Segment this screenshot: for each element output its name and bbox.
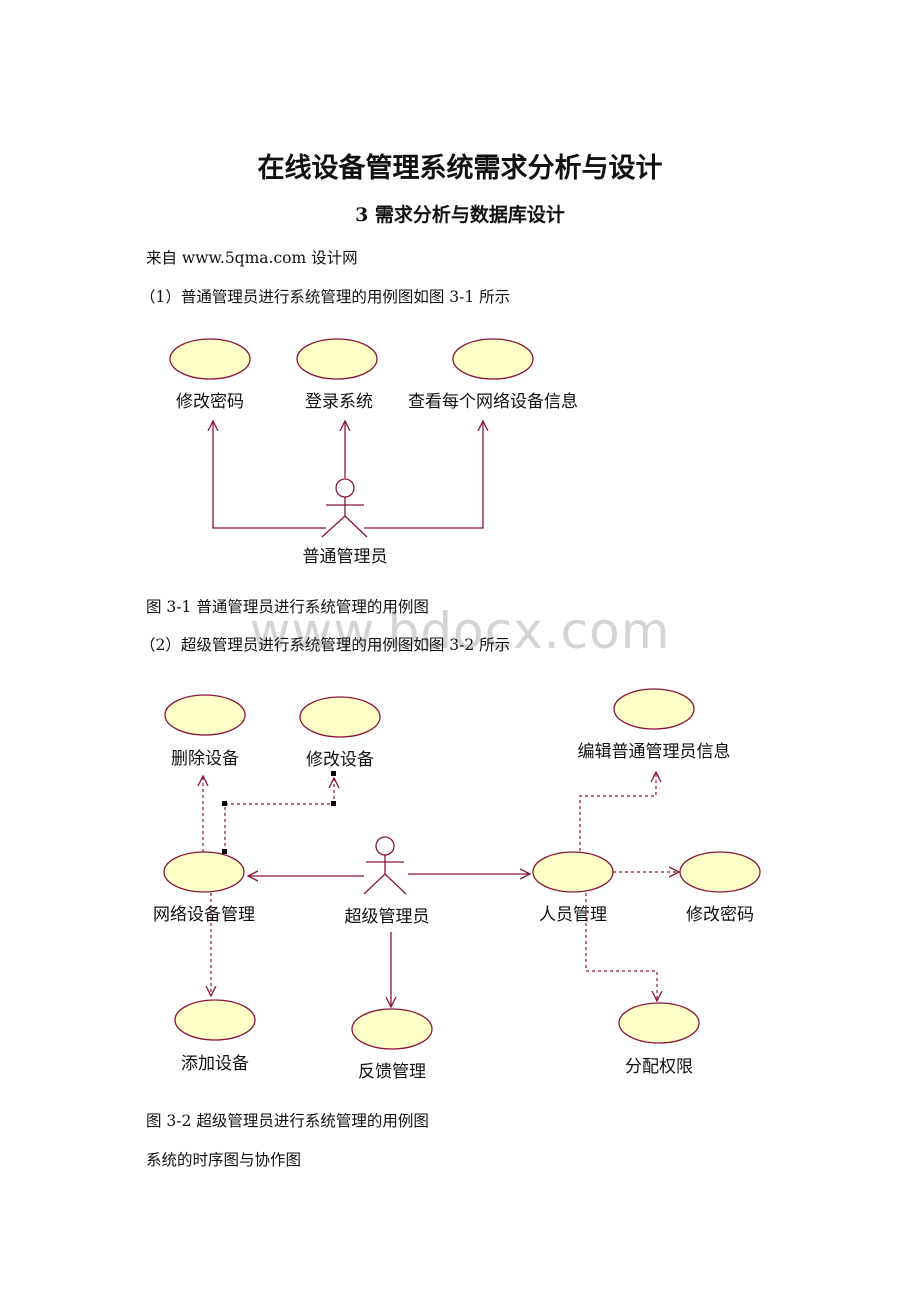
use-case-change-password-2 (679, 851, 761, 893)
use-case-label-feedback-mgmt: 反馈管理 (358, 1062, 426, 1082)
use-case-change-password-1 (169, 338, 251, 380)
dependency-edit-admin-info (579, 772, 656, 851)
source-line: 来自 www.5qma.com 设计网 (146, 249, 358, 267)
figure-3-2-caption: 图 3-2 超级管理员进行系统管理的用例图 (146, 1112, 429, 1130)
use-case-label-personnel-mgmt: 人员管理 (539, 905, 607, 925)
use-case-feedback-mgmt (351, 1008, 433, 1050)
dependency-modify-device (224, 778, 334, 852)
use-case-label-add-device: 添加设备 (181, 1054, 249, 1074)
paragraph-figure-3-1-intro: （1）普通管理员进行系统管理的用例图如图 3-1 所示 (140, 288, 511, 306)
use-case-login (296, 338, 378, 380)
association-change-password-1 (213, 421, 326, 529)
paragraph-figure-3-2-intro: （2）超级管理员进行系统管理的用例图如图 3-2 所示 (140, 636, 511, 654)
use-case-label-delete-device: 删除设备 (171, 749, 239, 769)
diagram-3-2: 删除设备 修改设备 编辑普通管理员信息 网络设备管理 人员管理 修改密码 超级管… (153, 688, 761, 1082)
use-case-label-change-password-1: 修改密码 (176, 392, 244, 412)
document-title: 在线设备管理系统需求分析与设计 (257, 153, 663, 184)
actor-label-super-admin: 超级管理员 (345, 907, 430, 927)
closing-line: 系统的时序图与协作图 (146, 1151, 302, 1169)
use-case-delete-device (164, 694, 246, 736)
actor-super-admin (363, 836, 407, 895)
use-case-label-network-device-mgmt: 网络设备管理 (153, 905, 255, 925)
use-case-personnel-mgmt (532, 851, 614, 893)
association-view-device-info (364, 421, 483, 529)
use-case-assign-permissions (618, 1002, 700, 1044)
use-case-label-assign-permissions: 分配权限 (625, 1057, 693, 1077)
use-case-modify-device (299, 696, 381, 738)
actor-label-regular-admin: 普通管理员 (303, 547, 388, 567)
section-heading: 3 需求分析与数据库设计 (355, 204, 565, 226)
dependency-assign-permissions (585, 893, 657, 1001)
use-case-label-modify-device: 修改设备 (306, 750, 374, 770)
use-case-label-change-password-2: 修改密码 (686, 905, 754, 925)
use-case-label-edit-admin-info: 编辑普通管理员信息 (578, 742, 731, 762)
use-case-label-view-device-info: 查看每个网络设备信息 (408, 392, 578, 412)
watermark: www.bdocx.com (249, 602, 671, 660)
use-case-edit-admin-info (613, 688, 695, 730)
use-case-add-device (174, 999, 256, 1041)
connector-handle (331, 771, 336, 776)
actor-regular-admin (321, 478, 368, 538)
use-case-view-device-info (452, 338, 534, 380)
diagram-3-1: 修改密码 登录系统 查看每个网络设备信息 普通管理员 (169, 338, 578, 567)
connector-handle (222, 849, 227, 854)
figure-3-1-caption: 图 3-1 普通管理员进行系统管理的用例图 (146, 598, 429, 616)
use-case-label-login: 登录系统 (305, 392, 373, 412)
use-case-network-device-mgmt (163, 851, 245, 893)
connector-handle (331, 801, 336, 806)
connector-handle (222, 801, 227, 806)
